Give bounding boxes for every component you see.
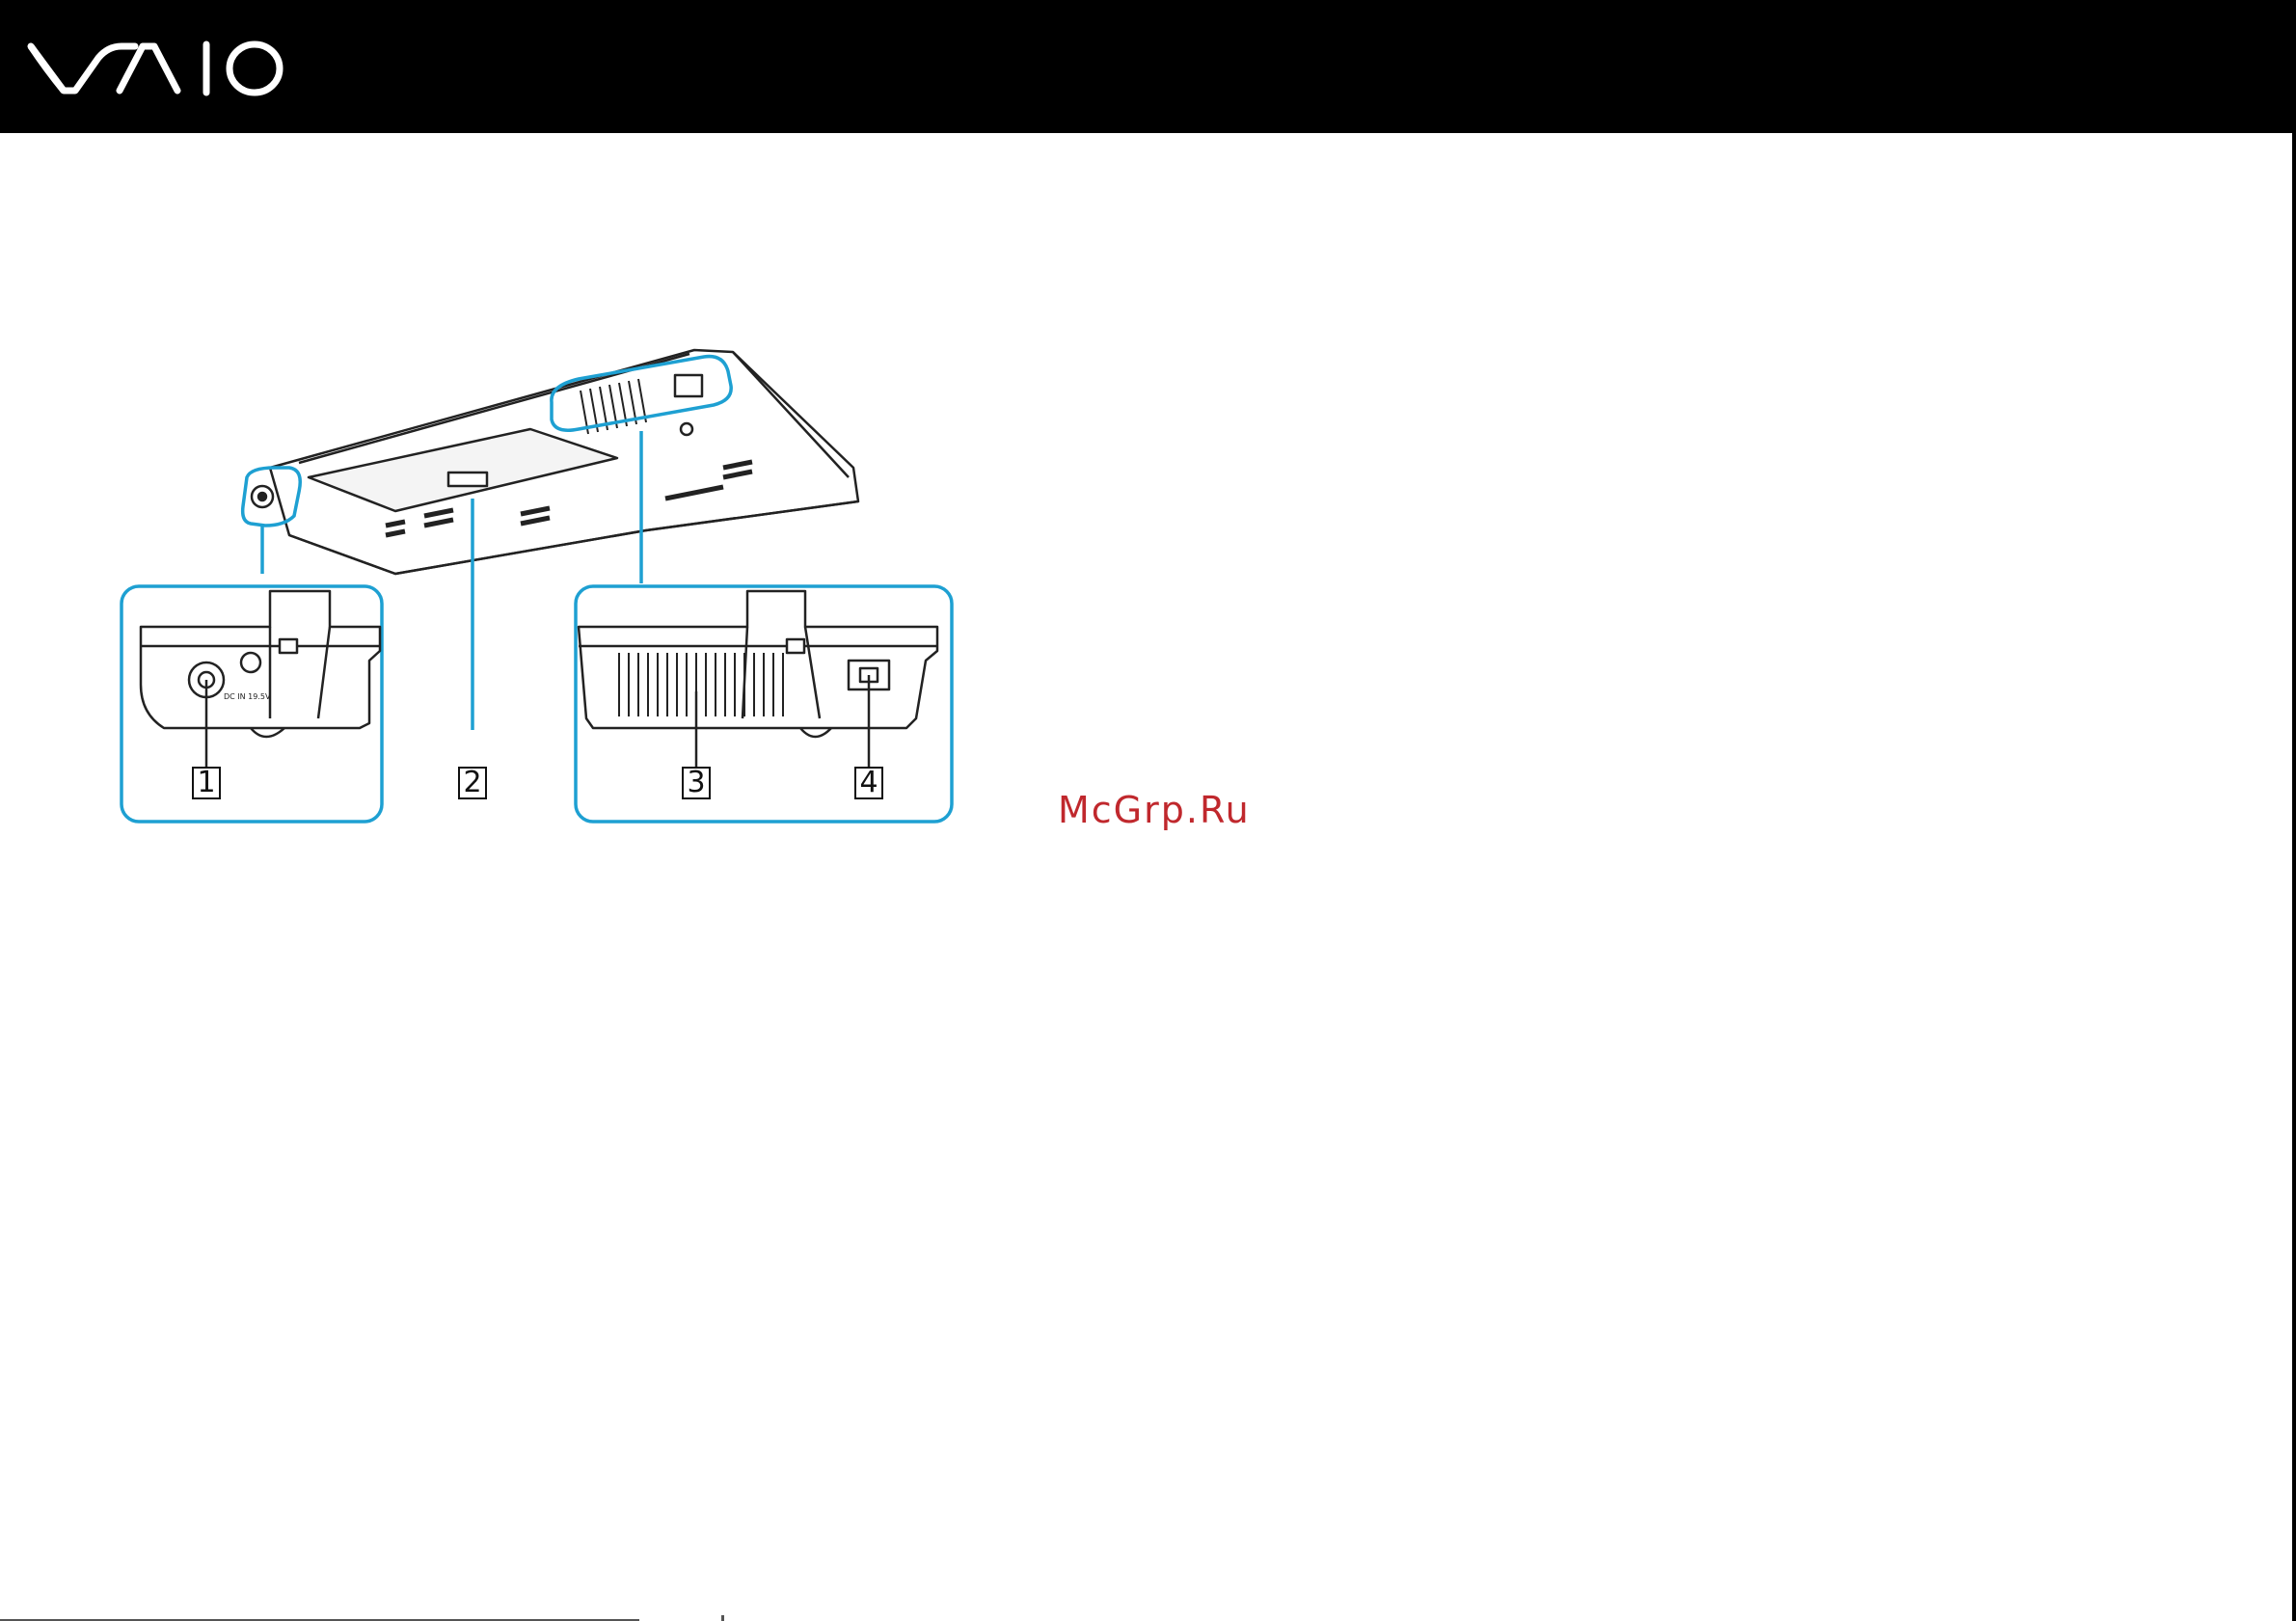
- callout-4: 4: [854, 767, 883, 799]
- laptop-back-diagram: DC IN 19.5V: [106, 333, 964, 829]
- detail-rear: [579, 591, 937, 737]
- callout-2: 2: [458, 767, 487, 799]
- page-edge: [2292, 133, 2296, 1621]
- footer-mark: [721, 1615, 724, 1621]
- callout-1: 1: [192, 767, 221, 799]
- laptop-illustration: [252, 350, 858, 574]
- vaio-logo-icon: [27, 37, 287, 98]
- callout-3: 3: [682, 767, 711, 799]
- watermark: McGrp.Ru: [1058, 789, 1251, 831]
- dc-in-label: DC IN 19.5V: [224, 692, 271, 701]
- detail-dc-in: DC IN 19.5V: [141, 591, 380, 737]
- page-header: [0, 0, 2296, 133]
